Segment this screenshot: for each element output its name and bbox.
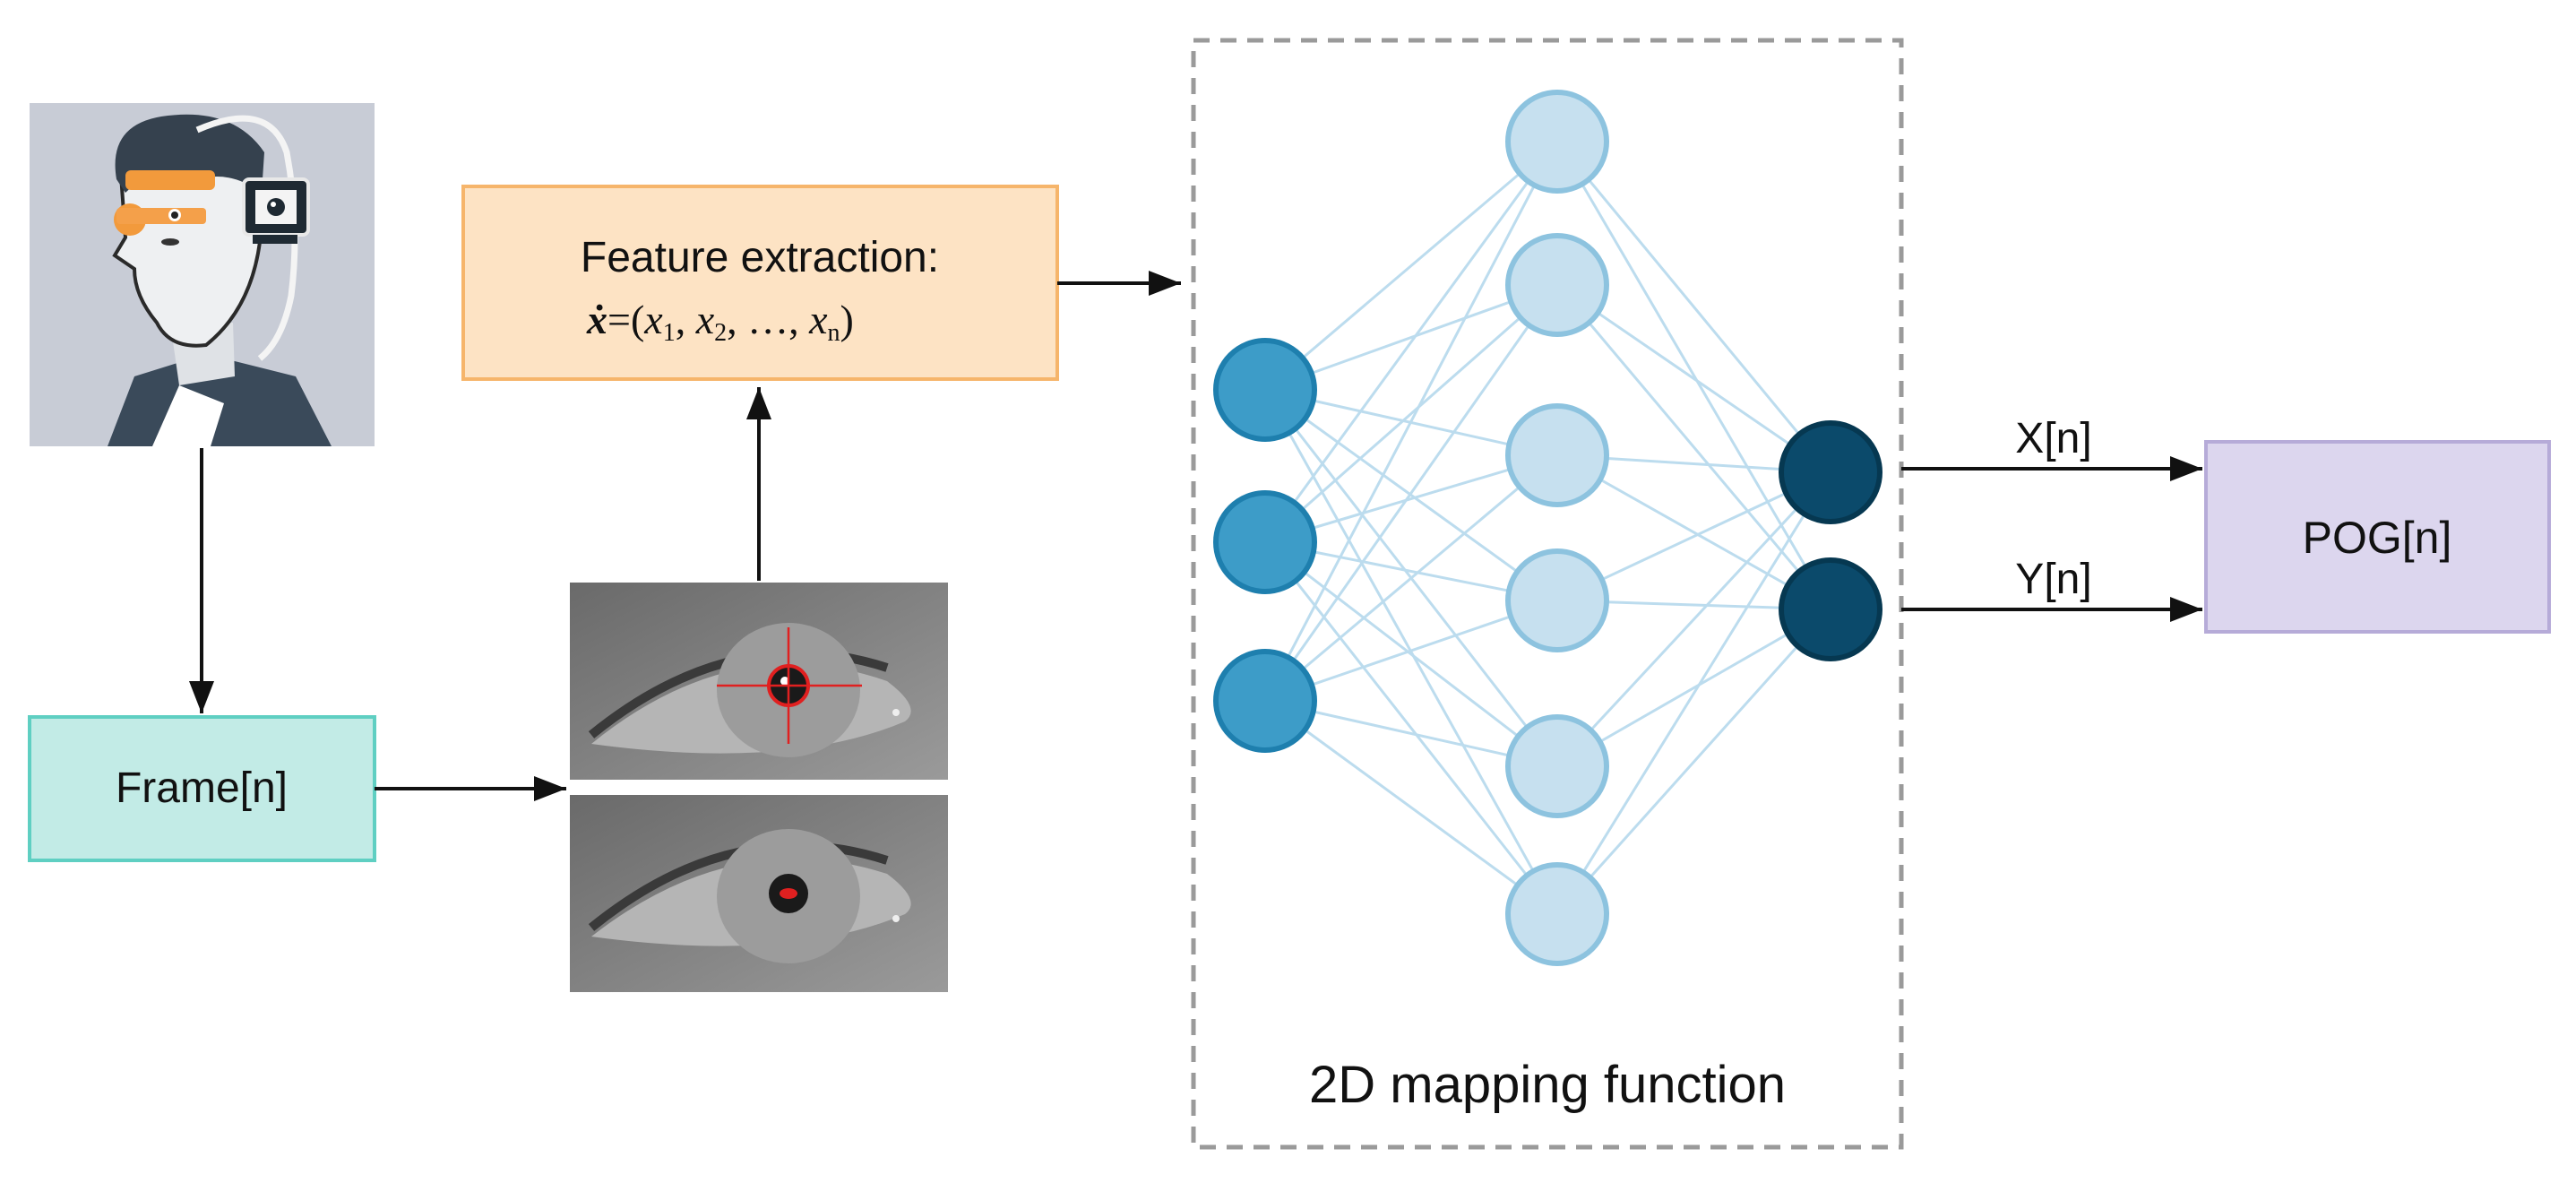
frame-box-label: Frame[n] [116, 764, 288, 812]
edge-input3-hidden3 [1264, 453, 1558, 703]
mapping-function-border [1191, 38, 1904, 1150]
edge-input2-hidden1 [1263, 141, 1559, 543]
output-node-2 [1779, 557, 1882, 661]
eye-image-top [570, 583, 948, 780]
head-mounted-tracker-illustration [30, 103, 375, 446]
edge-hidden6-output1 [1555, 471, 1832, 915]
feature-formula: ẋ=(x1, x2, …, xn) [586, 297, 854, 347]
formula-x1-sub: 1 [663, 319, 676, 347]
formula-symbol: ẋ [586, 297, 607, 342]
edge-input2-hidden6 [1263, 541, 1559, 915]
formula-ellipsis: …, [747, 297, 799, 342]
mapping-function-panel: 2D mapping function [1191, 38, 1904, 1150]
edge-input2-hidden5 [1264, 540, 1558, 768]
mapping-function-caption: 2D mapping function [1309, 1056, 1786, 1114]
formula-xn: x [808, 297, 828, 342]
input-node-3 [1213, 649, 1317, 753]
formula-x1: x [643, 297, 663, 342]
output-y-label: Y[n] [2015, 556, 2091, 603]
input-node-2 [1213, 490, 1317, 594]
edge-hidden6-output2 [1555, 608, 1832, 916]
pog-box: POG[n] [2204, 440, 2551, 634]
edge-hidden5-output1 [1555, 471, 1832, 768]
hidden-node-6 [1505, 862, 1609, 966]
hidden-node-2 [1505, 233, 1609, 337]
edge-hidden1-output1 [1555, 141, 1832, 473]
input-node-1 [1213, 338, 1317, 442]
formula-open: =( [607, 297, 644, 342]
hidden-node-4 [1505, 548, 1609, 652]
output-node-1 [1779, 420, 1882, 524]
hidden-node-3 [1505, 403, 1609, 507]
output-x-label: X[n] [2015, 415, 2091, 462]
edge-hidden2-output1 [1556, 283, 1831, 474]
edge-input3-hidden1 [1263, 141, 1559, 702]
pog-box-rect [2204, 440, 2551, 634]
formula-x2-sub: 2 [714, 319, 727, 347]
formula-close: ) [840, 297, 854, 342]
edge-input3-hidden6 [1264, 699, 1558, 916]
feature-box-label: Feature extraction: [581, 234, 939, 281]
edge-hidden2-output2 [1555, 284, 1832, 610]
formula-x2: x [695, 297, 715, 342]
edge-input3-hidden2 [1263, 284, 1559, 702]
formula-xn-sub: n [828, 319, 840, 347]
hidden-node-5 [1505, 714, 1609, 818]
pog-box-label: POG[n] [2303, 513, 2452, 563]
edge-hidden3-output2 [1556, 453, 1831, 611]
feature-box-rect [461, 185, 1059, 381]
edge-hidden5-output2 [1556, 608, 1831, 768]
feature-extraction-box: Feature extraction: ẋ=(x1, x2, …, xn) [461, 185, 1059, 381]
frame-box-rect [28, 715, 376, 862]
edge-input2-hidden2 [1264, 283, 1558, 544]
network-nodes [1213, 90, 1882, 966]
edge-input1-hidden1 [1264, 140, 1558, 392]
hidden-node-1 [1505, 90, 1609, 194]
network-edges [1263, 140, 1832, 916]
frame-box: Frame[n] [28, 715, 376, 862]
edge-hidden1-output2 [1555, 141, 1832, 610]
eye-image-bottom [570, 795, 948, 992]
